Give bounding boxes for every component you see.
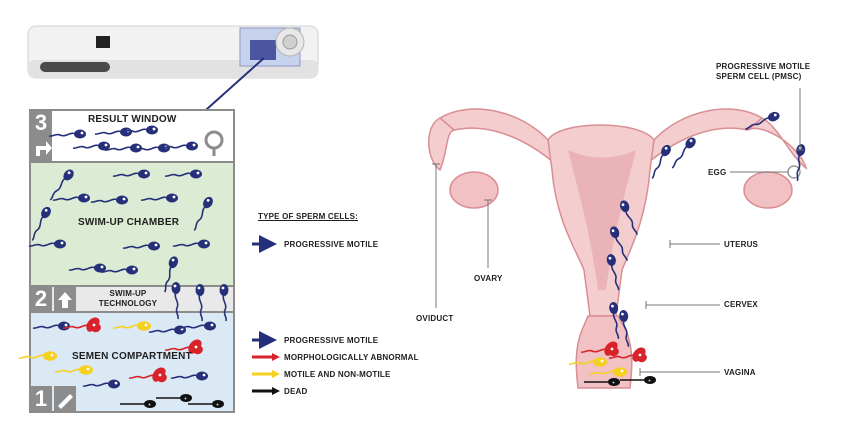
legend-arrows xyxy=(252,235,280,395)
oviduct-label: OVIDUCT xyxy=(416,314,454,323)
legend-title: TYPE OF SPERM CELLS: xyxy=(258,212,359,221)
legend-item-morphologically-abnormal: MORPHOLOGICALLY ABNORMAL xyxy=(284,353,419,362)
vagina-label: VAGINA xyxy=(724,368,756,377)
step-2-number: 2 xyxy=(34,286,48,311)
legend-top-progressive-motile: PROGRESSIVE MOTILE xyxy=(284,240,379,249)
swim-up-technology-label: SWIM-UP TECHNOLOGY xyxy=(98,289,158,308)
semen-compartment-label: SEMEN COMPARTMENT xyxy=(72,351,192,362)
step-3-number: 3 xyxy=(34,110,48,135)
egg-label: EGG xyxy=(708,168,727,177)
anatomy-leader-lines xyxy=(432,88,804,376)
cervex-label: CERVEX xyxy=(724,300,758,309)
legend-item-progressive-motile: PROGRESSIVE MOTILE xyxy=(284,336,379,345)
swim-up-chamber-label: SWIM-UP CHAMBER xyxy=(78,217,180,228)
step-1-number: 1 xyxy=(34,386,48,411)
uterus-label: UTERUS xyxy=(724,240,759,249)
legend-item-motile-and-non-motile: MOTILE AND NON-MOTILE xyxy=(284,370,391,379)
legend-item-dead: DEAD xyxy=(284,387,308,396)
test-device-illustration xyxy=(27,25,319,79)
result-window-title: RESULT WINDOW xyxy=(88,114,177,125)
device-schematic xyxy=(18,109,235,413)
pmsc-label: PROGRESSIVE MOTILE SPERM CELL (PMSC) xyxy=(716,62,811,81)
ovary-label: OVARY xyxy=(474,274,503,283)
